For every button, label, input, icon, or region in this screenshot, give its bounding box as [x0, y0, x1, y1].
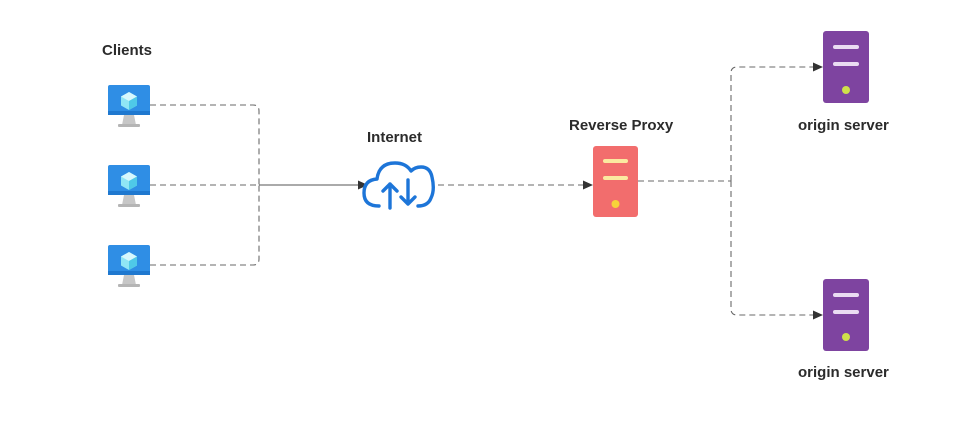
connector-client-3 [150, 185, 260, 266]
reverse-proxy-label: Reverse Proxy [569, 117, 674, 134]
client-monitor-icon-1 [108, 85, 150, 127]
origin-server-label-top: origin server [798, 117, 889, 134]
arrowhead-internet [358, 180, 368, 190]
connector-branch-bottom [730, 181, 813, 316]
arrowhead-proxy [583, 180, 593, 190]
client-monitor-icon-2 [108, 165, 150, 207]
internet-label: Internet [367, 129, 423, 146]
arrowhead-origin-bottom [813, 310, 823, 320]
arrowhead-origin-top [813, 62, 823, 72]
origin-server-icon-top [823, 31, 869, 103]
proxy-server-icon [593, 146, 638, 217]
connector-branch-top [730, 66, 813, 181]
connector-client-1 [150, 104, 260, 185]
client-monitor-icon-3 [108, 245, 150, 287]
origin-server-icon-bottom [823, 279, 869, 351]
origin-server-label-bottom: origin server [798, 364, 889, 381]
cloud-upload-download-icon [362, 161, 435, 210]
clients-label: Clients [102, 42, 153, 59]
